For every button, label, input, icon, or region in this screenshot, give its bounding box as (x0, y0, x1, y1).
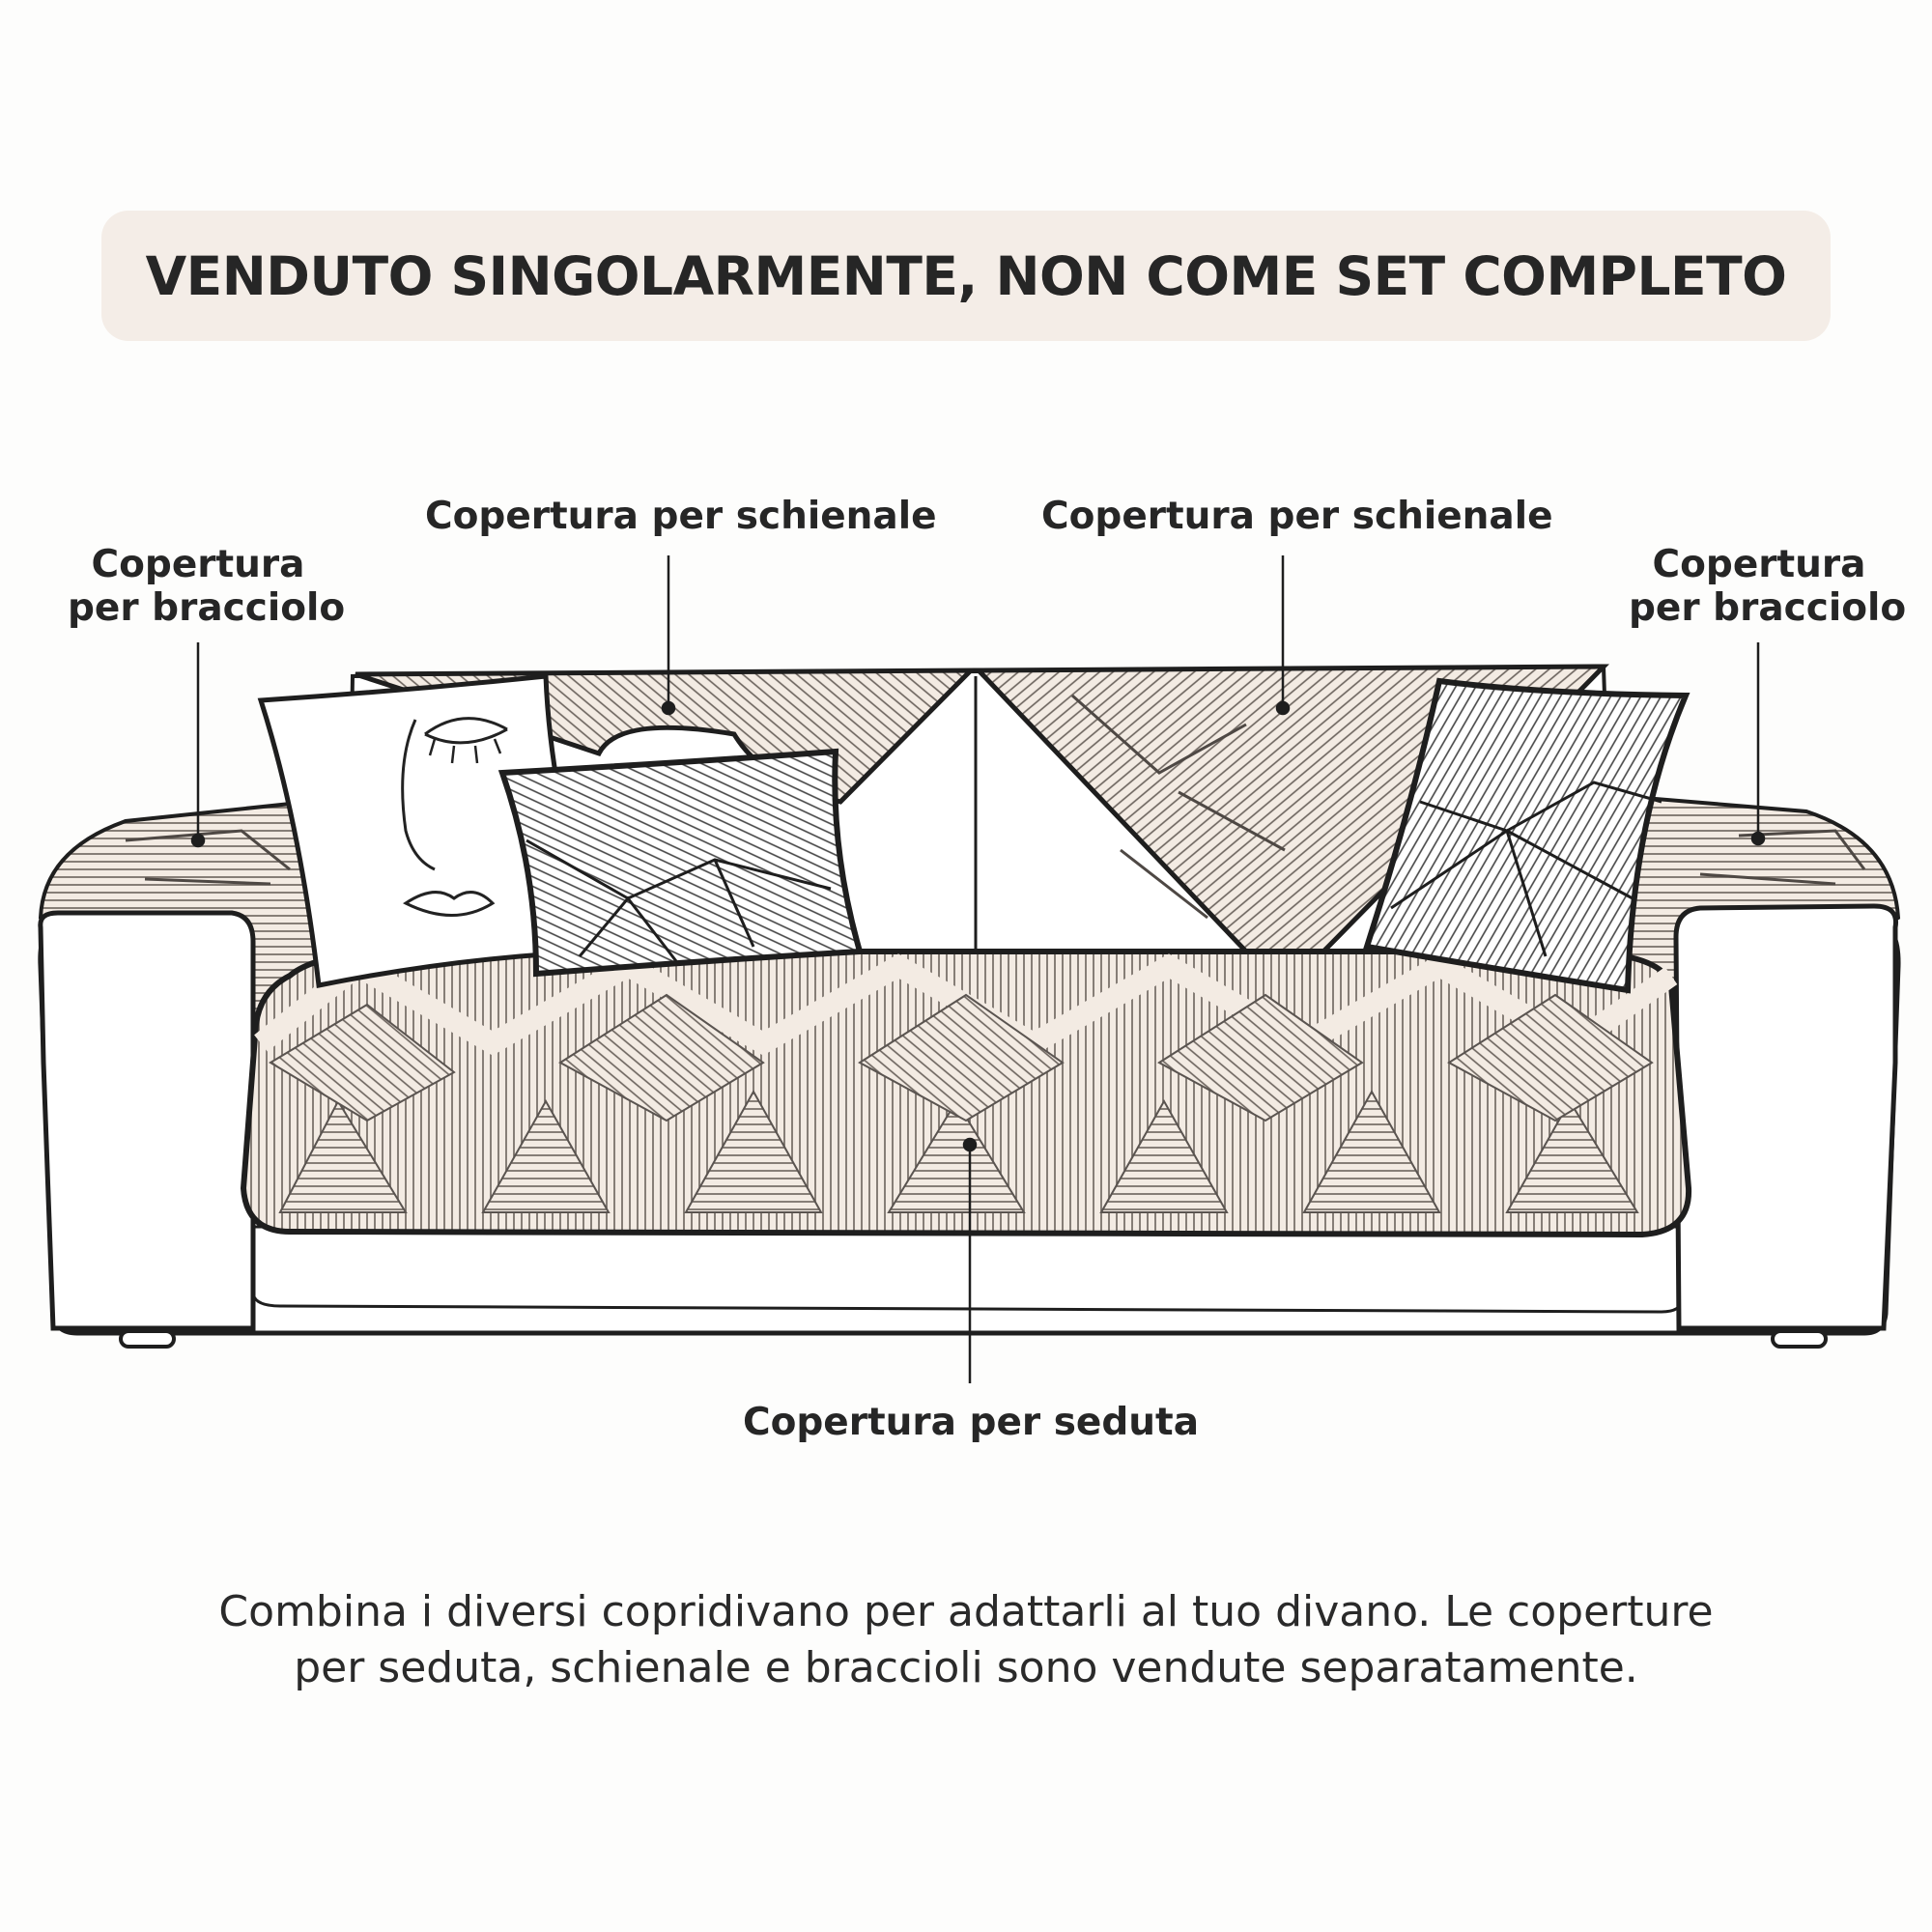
caption: Combina i diversi copridivano per adatta… (145, 1584, 1787, 1696)
pillow-face (257, 673, 603, 988)
banner-title: VENDUTO SINGOLARMENTE, NON COME SET COMP… (145, 244, 1787, 307)
label-left-backrest: Copertura per schienale (425, 495, 937, 538)
leader-lines (190, 555, 1766, 1383)
label-right-armrest: Copertura per bracciolo (1629, 543, 1907, 630)
label-seat: Copertura per seduta (742, 1401, 1200, 1444)
seat-cover (240, 949, 1692, 1238)
pillow-geometric-left (497, 748, 864, 978)
caption-line1: Combina i diversi copridivano per adatta… (218, 1587, 1714, 1636)
label-left-armrest-line1: Copertura (91, 543, 305, 586)
label-left-armrest: Copertura per bracciolo (68, 543, 346, 630)
info-banner: VENDUTO SINGOLARMENTE, NON COME SET COMP… (101, 211, 1831, 341)
right-armrest (1620, 794, 1901, 1331)
pillow-geometric-right (1363, 677, 1690, 994)
caption-line2: per seduta, schienale e braccioli sono v… (294, 1643, 1638, 1692)
label-right-armrest-line2: per bracciolo (1629, 586, 1907, 630)
label-right-backrest: Copertura per schienale (1041, 495, 1553, 538)
label-left-armrest-line2: per bracciolo (68, 586, 346, 630)
label-right-armrest-line1: Copertura (1652, 543, 1866, 586)
left-armrest (38, 799, 322, 1331)
